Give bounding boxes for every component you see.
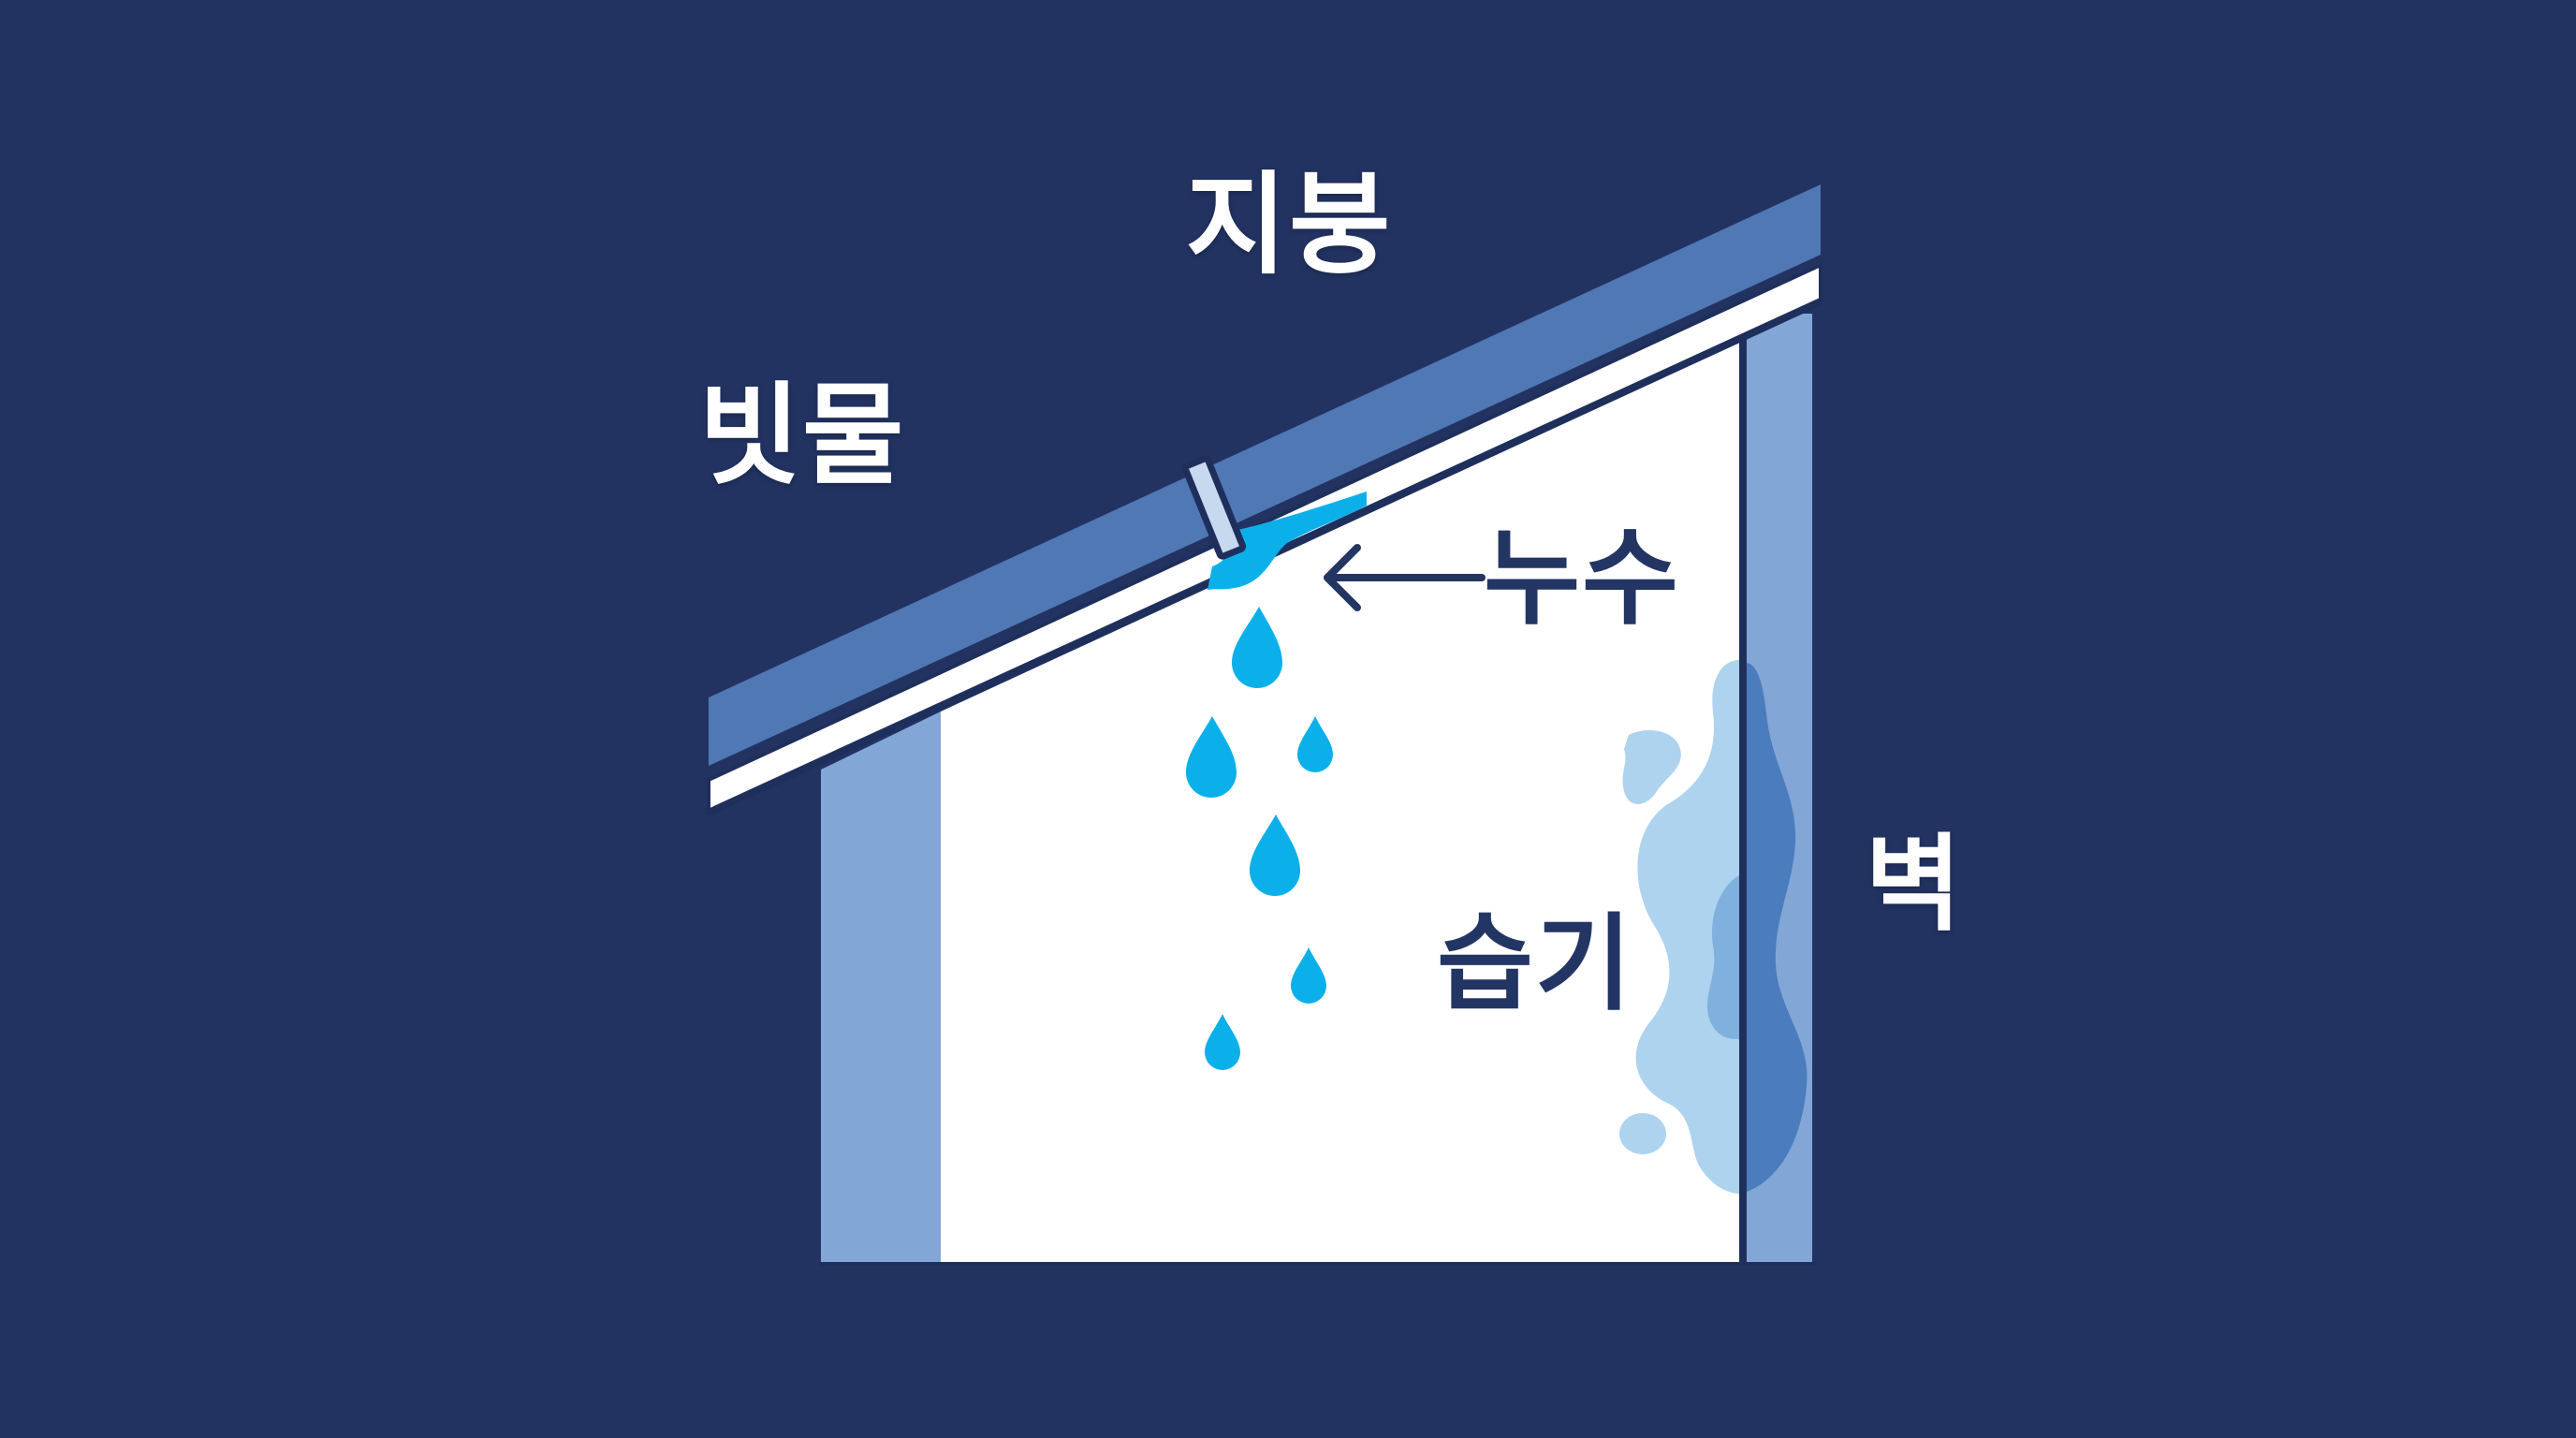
leak-puddle [1208, 492, 1367, 590]
water-drop-icon [1232, 607, 1282, 688]
water-drop-icon [1297, 716, 1333, 772]
water-drop-icon [1186, 716, 1237, 798]
roof-band [709, 184, 1821, 766]
moisture-stain [1619, 660, 1739, 1194]
water-drops [1186, 607, 1333, 1070]
label-wall: 벽 [1865, 824, 1964, 946]
water-drop-icon [1291, 947, 1326, 1004]
label-rainwater: 빗물 [698, 371, 906, 500]
left-wall [821, 712, 941, 1262]
interior-space [941, 343, 1739, 1262]
label-roof: 지붕 [1185, 160, 1393, 289]
label-moisture: 습기 [1436, 903, 1634, 1025]
label-leak: 누수 [1483, 518, 1681, 639]
roof-joint-clip [1181, 455, 1247, 560]
leak-arrow [1324, 544, 1486, 611]
water-drop-icon [1250, 814, 1300, 896]
water-drop-icon [1205, 1014, 1240, 1070]
wall-moisture [1747, 663, 1808, 1192]
